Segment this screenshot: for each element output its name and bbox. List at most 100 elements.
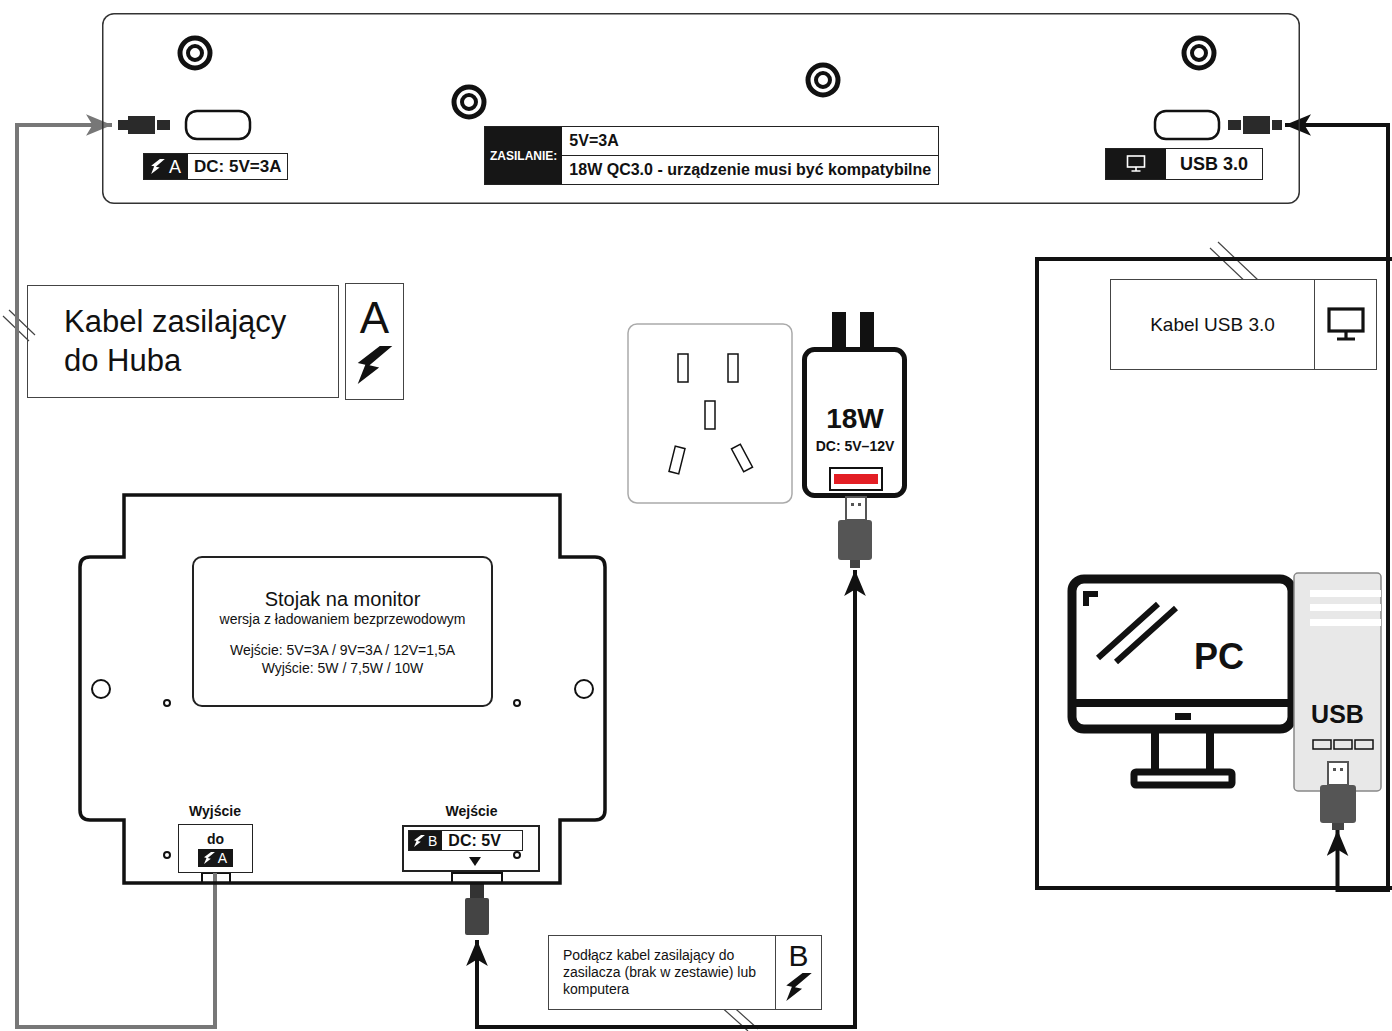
product-variant: wersja z ładowaniem bezprzewodowym [220, 611, 466, 627]
monitor-symbol [1126, 155, 1146, 173]
power-tag: A [144, 154, 188, 179]
power-symbol [357, 346, 393, 384]
monitor-symbol-screen [1128, 156, 1145, 167]
pc-monitor: PC [1068, 575, 1298, 790]
hub-usb-port: USB 3.0 [1103, 108, 1285, 182]
power-symbol [151, 159, 165, 174]
outlet-slot [678, 354, 688, 382]
port-socket [1155, 111, 1219, 139]
port-label-box: B DC: 5V [402, 825, 540, 872]
computer-tag [1106, 149, 1166, 179]
hub-panel: A DC: 5V=3A USB 3.0 ZASILANIE:5V=3A18W QC3.… [102, 13, 1300, 204]
input-spec: Wejście: 5V=3A / 9V=3A / 12V=1,5A [230, 642, 455, 658]
product-name: Stojak na monitor [265, 588, 421, 610]
cable-label-row: Kabel USB 3.0 [1110, 279, 1377, 370]
usb-plug-body [1320, 785, 1356, 823]
note-text: Podłącz kabel zasilający do zasilacza (b… [563, 947, 756, 997]
usb-plug-pins [1333, 768, 1343, 771]
power-symbol [414, 835, 425, 847]
usb-plug-strain [1332, 823, 1344, 830]
label-slot: Kabel zasilający do Huba [64, 303, 314, 381]
monitor-led [1175, 713, 1191, 720]
power-symbol-shape [357, 346, 392, 384]
port-socket [186, 111, 250, 139]
tag-slot: A [360, 296, 389, 340]
monitor-screen [1072, 579, 1292, 729]
monitor-neck [1155, 733, 1210, 772]
charger-prongs [832, 312, 874, 348]
pc-tower: USB [1293, 572, 1382, 830]
plug-icon [1228, 116, 1282, 134]
power-spec: DC: 5V=3A [194, 157, 281, 177]
power-symbol-shape [414, 835, 425, 847]
hub-foot [1192, 46, 1206, 60]
cable-connector [477, 570, 855, 1027]
tag-slot: A [169, 158, 181, 176]
screen-glare [1098, 604, 1176, 662]
power-tag: B [409, 831, 442, 850]
hub-foot [1184, 38, 1214, 68]
spec-cell: DC: 5V [442, 831, 522, 850]
cable-connector [17, 125, 215, 1027]
label-slot: USB [1293, 700, 1382, 728]
port-group-name: USB [1311, 700, 1364, 728]
power-symbol-shape [204, 852, 215, 864]
product-label-box: Stojak na monitorwersja z ładowaniem bez… [192, 556, 493, 707]
spec-cell: 18W QC3.0 - urządzenie musi być kompatyb… [562, 156, 938, 184]
monitor-symbol [1326, 307, 1366, 343]
hub-foot [462, 95, 476, 109]
power-symbol [204, 852, 215, 864]
charger: 18W DC: 5V–12V [802, 310, 908, 570]
spec-cell: 5V=3A [562, 127, 938, 156]
connectors [17, 125, 1388, 1027]
stand-input-port: WejścieB DC: 5V [400, 803, 543, 940]
output-spec: Wyjście: 5W / 7,5W / 10W [262, 660, 424, 676]
port-label-row: B DC: 5V [408, 830, 523, 851]
label-slot: Stojak na monitor [265, 587, 421, 611]
hub-foot [180, 38, 210, 68]
cable-connector [1285, 125, 1388, 890]
tower-bays [1310, 590, 1381, 626]
power-spec: DC: 5V [448, 832, 500, 850]
outlet-slot [728, 354, 738, 382]
mounting-hole [164, 852, 170, 858]
label-slot: wersja z ładowaniem bezprzewodowym [220, 611, 466, 628]
spec-value: 5V=3A [569, 132, 618, 149]
pc-drawing [1072, 573, 1381, 830]
outlet-slot [705, 401, 715, 429]
input-marker [469, 857, 481, 866]
power-symbol [786, 973, 812, 1001]
label-slot: DC: 5V–12V [802, 438, 908, 455]
monitor-base [1134, 772, 1232, 785]
voltage-range: DC: 5V–12V [816, 438, 895, 454]
cable-name: Kabel USB 3.0 [1150, 314, 1275, 336]
input-plug-neck [470, 884, 484, 898]
port-letter: B [428, 833, 437, 849]
spec-cell: DC: 5V=3A [188, 154, 287, 179]
port-label-box: A DC: 5V=3A [143, 153, 288, 180]
screen-corner [1086, 594, 1098, 606]
label-slot: Wyjście [165, 803, 265, 820]
monitor-symbol-stand [1337, 331, 1355, 339]
spec-table: ZASILANIE:5V=3A18W QC3.0 - urządzenie mu… [484, 126, 939, 185]
cable-label-box: Kabel USB 3.0 [1110, 279, 1315, 370]
cable-note: Podłącz kabel zasilający do zasilacza (b… [548, 935, 822, 1010]
usb-plug-body [838, 520, 872, 560]
hub-power-port: A DC: 5V=3A [112, 108, 304, 182]
power-tag: A [198, 849, 233, 867]
cable-letter: A [360, 293, 389, 342]
port-label-box: USB 3.0 [1105, 148, 1263, 180]
port-label-box: doA [178, 824, 253, 873]
label-slot: do [207, 831, 224, 847]
tag-slot: A [218, 850, 227, 866]
outlet-slot [731, 444, 752, 472]
label-slot: Wejście: 5V=3A / 9V=3A / 12V=1,5A [230, 642, 455, 659]
cable-break-marks [3, 242, 1258, 1031]
label-slot: 18W [802, 403, 908, 435]
port-heading: Wejście [446, 803, 498, 819]
port-note: do [207, 831, 224, 847]
mounting-hole [514, 700, 520, 706]
hub-foot [816, 73, 830, 87]
monitor-symbol-stand [1132, 167, 1141, 171]
